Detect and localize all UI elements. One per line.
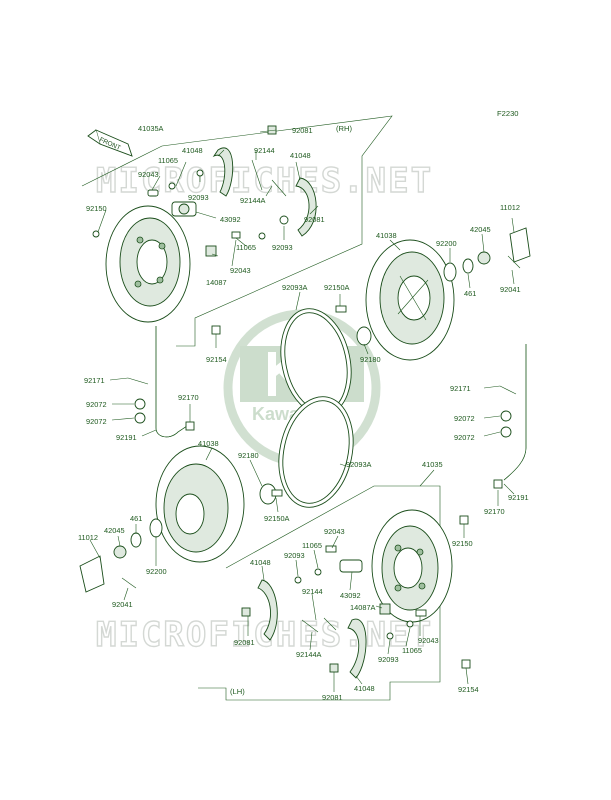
label-92200-rh: 92200 (436, 239, 457, 248)
label-92144-lh: 92144 (302, 587, 323, 596)
label-92171-left: 92171 (84, 376, 105, 385)
rh-seal-ring (280, 305, 372, 416)
label-92180-lh: 92180 (238, 451, 259, 460)
label-92093-lh-b: 92093 (378, 655, 399, 664)
label-14087A-lh: 14087A (350, 603, 376, 612)
rh-brake-panel-outline (81, 115, 393, 347)
rh-wheel-cylinder (171, 201, 197, 217)
label-92043-rh-a: 92043 (138, 170, 159, 179)
label-14087-rh: 14087 (206, 278, 227, 287)
label-92191-right: 92191 (508, 493, 529, 502)
label-92081-lh-a: 92081 (234, 638, 255, 647)
label-92072-right-b: 92072 (454, 433, 475, 442)
label-92144-rh: 92144 (254, 146, 275, 155)
lh-brake-panel (371, 509, 453, 623)
label-92170-left: 92170 (178, 393, 199, 402)
rh-side-label: (RH) (336, 124, 352, 133)
label-92093-rh-a: 92093 (188, 193, 209, 202)
label-92072-right-a: 92072 (454, 414, 475, 423)
label-41038-rh: 41038 (376, 231, 397, 240)
section-outlines (81, 115, 441, 701)
label-92150-lh: 92150 (452, 539, 473, 548)
label-11065-lh-b: 11065 (402, 646, 422, 655)
label-42045-lh: 42045 (104, 526, 125, 535)
label-92170-right: 92170 (484, 507, 505, 516)
lh-seal-ring (278, 396, 354, 508)
label-92180-rh: 92180 (360, 355, 381, 364)
label-92072-left-b: 92072 (86, 417, 107, 426)
lh-brake-panel-outline (198, 485, 441, 701)
label-92043-rh-b: 92043 (230, 266, 251, 275)
label-92191-left: 92191 (116, 433, 137, 442)
label-41048-rh-a: 41048 (182, 146, 203, 155)
label-92041-lh: 92041 (112, 600, 133, 609)
lh-brake-drum (155, 445, 283, 563)
label-41048-lh-a: 41048 (250, 558, 271, 567)
leader-lines (89, 129, 515, 692)
lh-side-label: (LH) (230, 687, 245, 696)
part-labels: 41035A 92081 41048 11065 92144 41048 920… (78, 124, 529, 702)
rh-brake-drum (365, 239, 455, 361)
rh-brake-shoe-lower (295, 177, 317, 237)
watermark-text-bottom: MICROFICHES.NET (96, 615, 433, 655)
label-461-rh: 461 (464, 289, 476, 298)
label-92154-rh: 92154 (206, 355, 227, 364)
label-461-lh: 461 (130, 514, 142, 523)
label-41048-rh-b: 41048 (290, 151, 311, 160)
label-92041-rh: 92041 (500, 285, 521, 294)
front-direction-badge: FRONT (87, 129, 133, 157)
label-92154-lh: 92154 (458, 685, 479, 694)
label-11012-lh: 11012 (78, 533, 98, 542)
label-43092-rh: 43092 (220, 215, 241, 224)
label-92081-lh-b: 92081 (322, 693, 343, 702)
label-92171-right: 92171 (450, 384, 471, 393)
watermark-text-top: MICROFICHES.NET (96, 161, 433, 201)
label-41038-lh: 41038 (198, 439, 219, 448)
label-92093-lh-a: 92093 (284, 551, 305, 560)
label-92072-left-a: 92072 (86, 400, 107, 409)
label-41035A: 41035A (138, 124, 164, 133)
label-92144A-rh: 92144A (240, 196, 266, 205)
rh-hub-nut-parts (443, 227, 531, 282)
label-41035: 41035 (422, 460, 443, 469)
label-92093A-bot: 92093A (346, 460, 372, 469)
label-11012-rh: 11012 (500, 203, 520, 212)
lh-brake-shoes (257, 579, 367, 679)
label-92144A-lh: 92144A (296, 650, 322, 659)
label-11065-lh-a: 11065 (302, 541, 322, 550)
rh-brake-shoe-upper (212, 147, 234, 197)
rh-brake-panel (105, 205, 191, 323)
label-92081-rh: 92081 (292, 126, 313, 135)
lh-hub-nut-parts (79, 518, 163, 593)
label-92150A-rh: 92150A (324, 283, 350, 292)
label-92093-rh-b: 92093 (272, 243, 293, 252)
label-92043-lh-a: 92043 (324, 527, 345, 536)
rh-small-parts (92, 125, 289, 335)
label-92200-lh: 92200 (146, 567, 167, 576)
label-11065-rh: 11065 (158, 156, 178, 165)
label-11065-rh-b: 11065 (236, 243, 256, 252)
label-92093A-top: 92093A (282, 283, 308, 292)
label-92081-rh-b: 92081 (304, 215, 325, 224)
label-43092-lh: 43092 (340, 591, 361, 600)
label-42045-rh: 42045 (470, 225, 491, 234)
label-92150-rh: 92150 (86, 204, 107, 213)
diagram-code: F2230 (497, 109, 519, 118)
label-41048-lh-b: 41048 (354, 684, 375, 693)
label-92150A-lh: 92150A (264, 514, 290, 523)
label-92043-lh-b: 92043 (418, 636, 439, 645)
